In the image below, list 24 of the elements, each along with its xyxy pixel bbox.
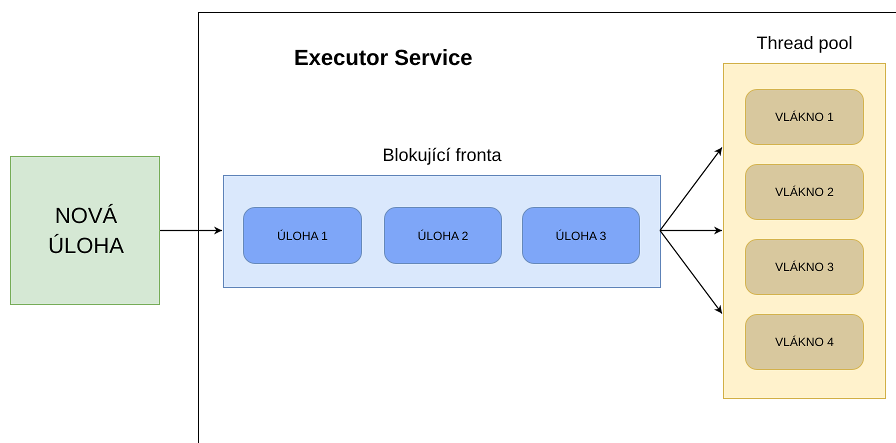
arrow [660, 226, 722, 234]
task-box [522, 207, 640, 264]
node-label: ÚLOHA 2 [418, 228, 468, 242]
thread-box [745, 314, 864, 370]
arrow [160, 226, 222, 234]
task-box [384, 207, 502, 264]
thread-box [745, 89, 864, 145]
queue-heading: Blokující fronta [382, 145, 502, 166]
node-label: NOVÁ ÚLOHA [47, 202, 125, 260]
node-label: VLÁKNO 4 [775, 335, 834, 349]
node-label: VLÁKNO 2 [775, 185, 834, 199]
node-label: ÚLOHA 1 [277, 228, 328, 242]
arrow [660, 147, 722, 231]
node-label: VLÁKNO 3 [775, 260, 834, 274]
node-label: ÚLOHA 3 [556, 228, 606, 242]
thread-box [745, 164, 864, 220]
task-box [243, 207, 362, 264]
arrow [660, 230, 722, 314]
frame-title: Executor Service [294, 45, 473, 71]
node-label: VLÁKNO 1 [775, 110, 834, 124]
service-frame [198, 12, 896, 443]
thread-box [745, 239, 864, 295]
pool-heading: Thread pool [756, 33, 853, 54]
task-box [10, 156, 160, 305]
